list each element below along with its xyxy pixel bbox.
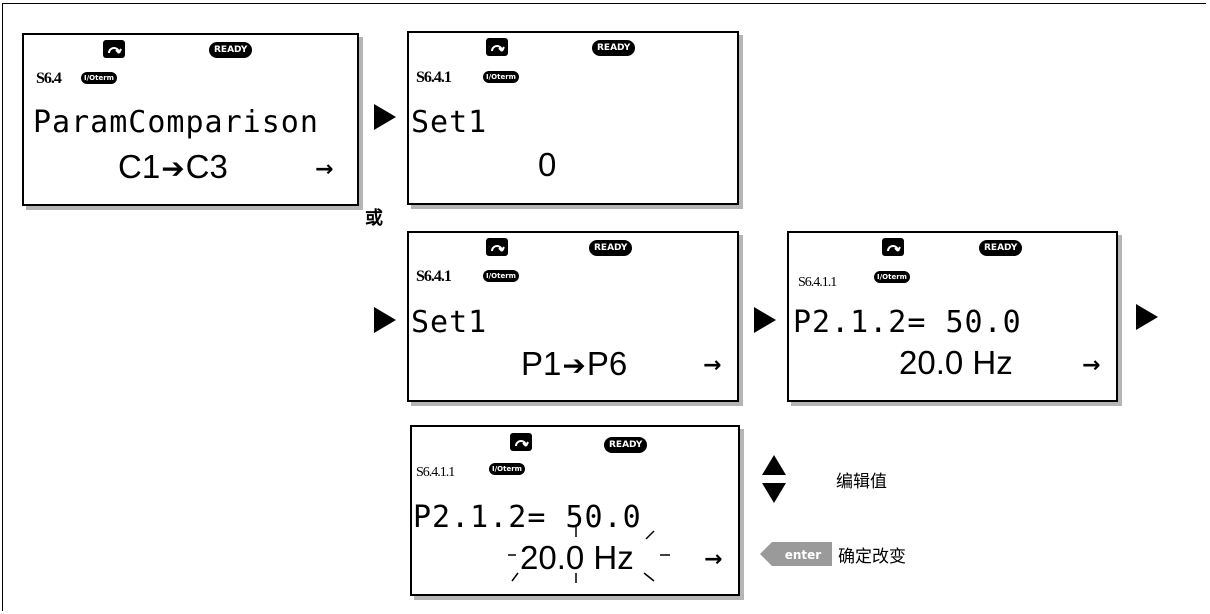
value-from: P1 [521,345,562,382]
submenu-arrow-icon: → [704,547,723,572]
display-value: 0 [538,146,557,183]
display-panel-set1-range: READY S6.4.1 I/Oterm Set1 P1➔P6 → [407,231,739,402]
flow-arrow-icon [374,307,396,333]
display-panel-edit-value: READY S6.4.1.1 I/Oterm P2.1.2= 50.0 20.0… [410,425,740,596]
display-value: P1➔P6 [521,345,627,383]
ioterm-badge: I/Oterm [874,271,910,283]
display-panel-parameter: READY S6.4.1.1 I/Oterm P2.1.2= 50.0 20.0… [787,231,1118,402]
motor-rotation-icon [486,38,508,56]
submenu-arrow-icon: → [1082,353,1101,378]
diagram-frame [2,3,1206,611]
ioterm-badge: I/Oterm [483,270,519,282]
motor-rotation-icon [103,40,125,58]
display-panel-set1-value: READY S6.4.1 I/Oterm Set1 0 [407,31,739,205]
blinking-value: 20.0 Hz [508,527,670,583]
motor-rotation-icon [510,433,532,451]
ready-indicator: READY [592,40,636,56]
display-line-text: Set1 [411,305,488,340]
flow-arrow-icon [754,307,776,333]
display-panel-param-comparison: READY S6.4 I/Oterm ParamComparison C1➔C3… [22,33,359,206]
arrow-up-icon [762,455,786,475]
right-arrow-icon: ➔ [161,152,185,185]
or-label: 或 [365,208,383,229]
confirm-change-label: 确定改变 [838,547,906,567]
display-value: 20.0 Hz [899,344,1013,381]
ioterm-badge: I/Oterm [81,72,117,84]
menu-code: S6.4.1 [416,69,452,86]
menu-code: S6.4.1.1 [416,465,455,480]
right-arrow-icon: ➔ [562,349,586,382]
ready-indicator: READY [209,42,253,58]
value-from: C1 [118,148,161,185]
arrow-down-icon [762,483,786,503]
display-value-blinking: 20.0 Hz [508,527,670,583]
blink-indicator-icon [508,527,670,583]
display-line-text: P2.1.2= 50.0 [413,500,642,535]
ioterm-badge: I/Oterm [489,463,525,475]
motor-rotation-icon [882,238,904,256]
submenu-arrow-icon: → [315,157,334,182]
edit-value-label: 编辑值 [836,472,887,492]
ioterm-badge: I/Oterm [483,71,519,83]
menu-code: S6.4 [36,70,62,87]
menu-code: S6.4.1 [416,268,452,285]
flow-arrow-icon [1136,304,1158,330]
value-to: C3 [185,148,228,185]
enter-key-icon: enter [760,542,832,566]
value-text: 20.0 Hz [520,539,634,576]
ready-indicator: READY [604,437,648,453]
display-value: C1➔C3 [118,148,228,186]
display-line-text: P2.1.2= 50.0 [793,305,1022,340]
ready-indicator: READY [979,240,1023,256]
value-to: P6 [586,345,628,382]
display-line-text: Set1 [411,105,488,140]
flow-arrow-icon [374,104,396,130]
display-line-text: ParamComparison [33,105,319,140]
ready-indicator: READY [589,240,633,256]
menu-code: S6.4.1.1 [798,275,837,290]
enter-key-label: enter [785,548,822,562]
motor-rotation-icon [486,238,508,256]
submenu-arrow-icon: → [703,353,722,378]
